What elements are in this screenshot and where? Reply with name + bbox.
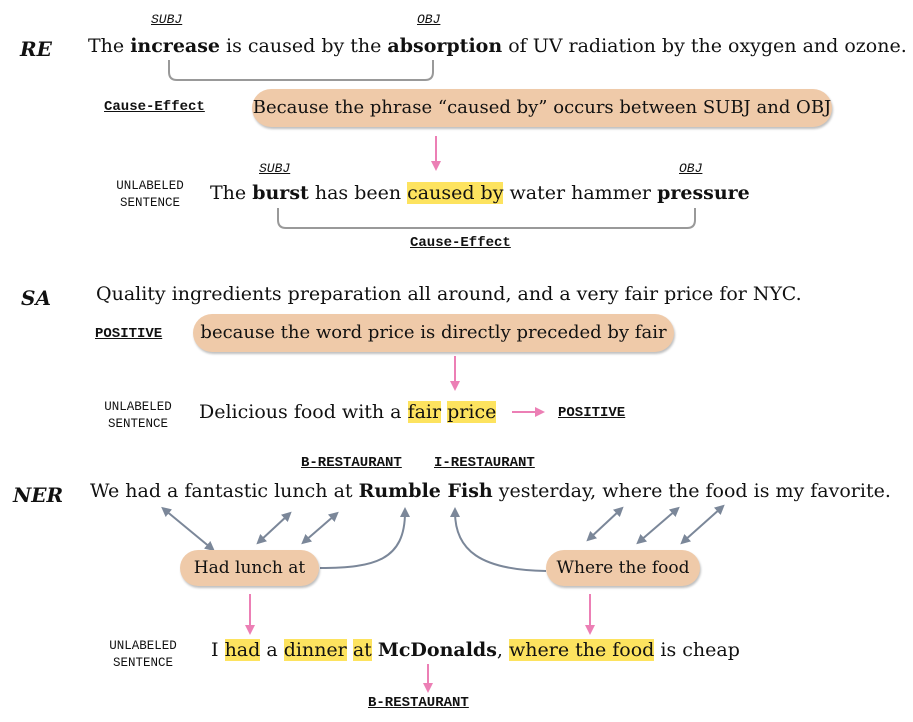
re-obj-label: OBJ	[417, 12, 441, 27]
word: water hammer	[509, 182, 652, 204]
re-label: Cause-Effect	[104, 99, 205, 115]
word: Delicious food with a	[199, 401, 402, 423]
re-unlabeled-obj-label: OBJ	[679, 161, 703, 176]
highlighted-word: price	[447, 401, 497, 423]
word: The	[210, 182, 247, 204]
re-subj-obj-bracket	[168, 60, 434, 81]
ner-b-label: B-RESTAURANT	[301, 455, 402, 471]
highlighted-phrase: where the food	[509, 639, 655, 661]
sentence-line: SENTENCE	[112, 656, 173, 670]
re-word: The	[88, 35, 125, 57]
sa-result-label: POSITIVE	[558, 405, 626, 421]
highlighted-word: dinner	[283, 639, 347, 661]
unlabeled-line: UNLABELED	[109, 639, 177, 653]
highlighted-phrase: caused by	[407, 182, 504, 204]
word: yesterday, where the food is my favorite…	[498, 480, 891, 502]
sa-unlabeled-sentence: Delicious food with a fair price	[199, 401, 497, 423]
word: We had a fantastic lunch at	[90, 480, 353, 502]
ner-unlabeled-sentence: I had a dinner at McDonalds, where the f…	[211, 639, 740, 661]
word: is cheap	[660, 639, 740, 661]
re-subj-word: increase	[130, 35, 220, 57]
sa-task-tag: SA	[21, 286, 51, 310]
word: I	[211, 639, 219, 661]
re-unlabeled-bracket	[277, 208, 696, 229]
ner-gray-arrow-l3	[301, 511, 339, 545]
entity-word: Rumble Fish	[358, 480, 493, 502]
sentence-line: SENTENCE	[107, 417, 168, 431]
re-word: of UV radiation by the oxygen and ozone.	[508, 35, 907, 57]
unlabeled-line: UNLABELED	[104, 400, 172, 414]
re-subj-label: SUBJ	[151, 12, 183, 27]
word: a	[266, 639, 278, 661]
re-result-label: Cause-Effect	[410, 235, 511, 251]
highlighted-word: fair	[407, 401, 442, 423]
ner-rule-pill-2: Where the food	[546, 550, 700, 586]
subj-word: burst	[252, 182, 309, 204]
ner-gray-curve-right	[450, 507, 547, 572]
sa-explanation-pill: because the word price is directly prece…	[193, 314, 674, 352]
re-word: is caused by the	[226, 35, 382, 57]
highlighted-word: at	[352, 639, 372, 661]
re-unlabeled-sentence: The burst has been caused by water hamme…	[210, 182, 750, 204]
ner-gray-arrow-r3	[680, 504, 725, 545]
ner-gray-curve-left	[319, 507, 410, 569]
ner-sentence: We had a fantastic lunch at Rumble Fish …	[90, 480, 891, 502]
sa-unlabeled-tag: UNLABELED SENTENCE	[88, 399, 188, 433]
re-obj-word: absorption	[387, 35, 503, 57]
re-sentence: The increase is caused by the absorption…	[88, 35, 907, 57]
ner-i-label: I-RESTAURANT	[434, 455, 535, 471]
ner-gray-arrow-l1	[161, 506, 215, 552]
ner-gray-arrow-l2	[256, 511, 292, 545]
comma: ,	[496, 639, 503, 661]
ner-gray-arrow-r2	[636, 506, 680, 545]
highlighted-word: had	[224, 639, 261, 661]
re-task-tag: RE	[20, 37, 52, 61]
ner-task-tag: NER	[13, 483, 64, 507]
ner-result-label: B-RESTAURANT	[368, 695, 469, 711]
re-unlabeled-subj-label: SUBJ	[259, 161, 291, 176]
re-explanation-pill: Because the phrase “caused by” occurs be…	[252, 89, 832, 127]
word: has been	[314, 182, 402, 204]
sa-label: POSITIVE	[95, 326, 163, 342]
re-unlabeled-tag: UNLABELED SENTENCE	[100, 178, 200, 212]
ner-unlabeled-tag: UNLABELED SENTENCE	[93, 638, 193, 672]
ner-rule-pill-1: Had lunch at	[180, 550, 319, 586]
ner-gray-arrow-r1	[586, 506, 624, 542]
sa-sentence: Quality ingredients preparation all arou…	[96, 283, 802, 305]
obj-word: pressure	[657, 182, 750, 204]
sentence-line: SENTENCE	[119, 196, 180, 210]
entity-word: McDonalds	[377, 639, 497, 661]
unlabeled-line: UNLABELED	[116, 179, 184, 193]
